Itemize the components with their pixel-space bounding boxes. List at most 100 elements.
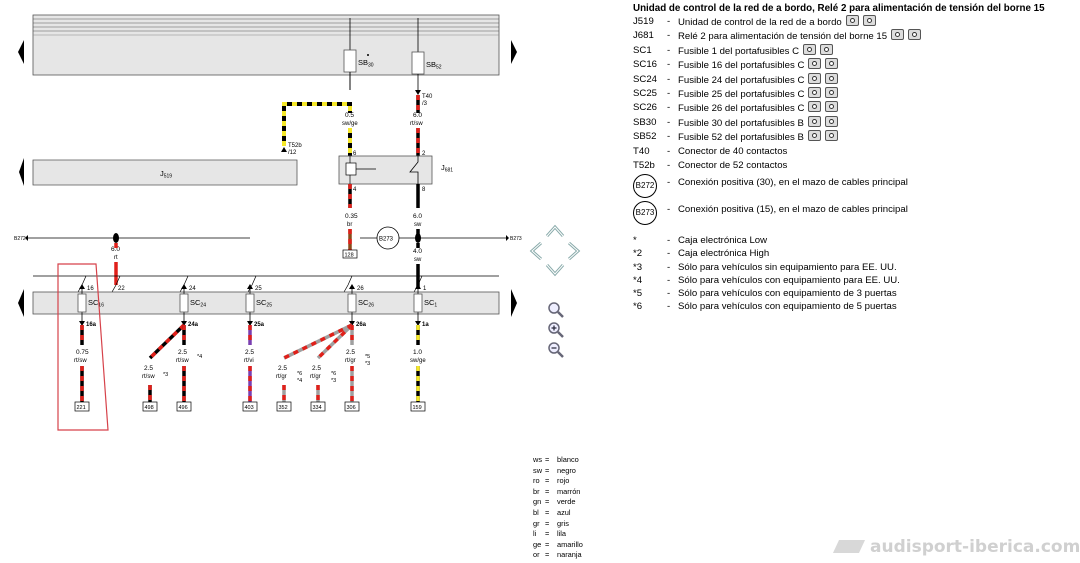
svg-text:*6: *6 <box>331 371 336 377</box>
terminal-221 <box>74 401 90 412</box>
legend-dash: - <box>667 261 671 273</box>
legend-desc: Fusible 25 del portafusibles C <box>678 86 839 102</box>
legend-code: SC1 <box>633 44 652 56</box>
terminal-496 <box>176 401 192 412</box>
camera-icon[interactable] <box>845 15 859 26</box>
svg-text:rt/gr: rt/gr <box>345 358 356 364</box>
terminal-352 <box>276 401 292 412</box>
camera-icon[interactable] <box>908 29 922 41</box>
camera-icon[interactable] <box>820 43 834 55</box>
svg-text:rt/sw: rt/sw <box>142 374 155 380</box>
legend-desc: Relé 2 para alimentación de tensión del … <box>678 29 922 44</box>
legend-item-sc16: SC16-Fusible 16 del portafusibles C <box>633 58 1080 72</box>
svg-text:2.5: 2.5 <box>245 349 254 356</box>
color-legend-row: gn=verde <box>533 497 583 508</box>
legend-code: SC26 <box>633 102 657 114</box>
legend-dash: - <box>667 116 671 128</box>
svg-text:25a: 25a <box>254 322 265 328</box>
terminal-label: 352 <box>279 405 288 411</box>
zoom-out-icon[interactable] <box>547 341 565 359</box>
color-legend-row: ro=rojo <box>533 476 583 487</box>
svg-text:rt/gr: rt/gr <box>276 374 287 380</box>
legend-dash: - <box>667 30 671 42</box>
svg-text:6.0: 6.0 <box>111 246 120 253</box>
camera-icon[interactable] <box>803 43 817 55</box>
legend-desc: Conector de 40 contactos <box>678 145 788 157</box>
svg-text:16a: 16a <box>86 322 97 328</box>
color-name: naranja <box>557 550 582 560</box>
svg-text:*3: *3 <box>331 378 336 384</box>
svg-text:6: 6 <box>353 151 357 157</box>
camera-icon[interactable] <box>807 115 821 127</box>
svg-text:2.5: 2.5 <box>178 349 187 356</box>
svg-text:SC25: SC25 <box>256 298 272 309</box>
color-code: gn <box>533 497 542 507</box>
color-equals: = <box>545 465 550 475</box>
legend-desc: Fusible 52 del portafusibles B <box>678 130 838 145</box>
camera-icon[interactable] <box>808 58 822 70</box>
legend-code: SC16 <box>633 59 657 71</box>
legend-item-j519: J519-Unidad de control de la red de a bo… <box>633 15 1080 29</box>
camera-icon[interactable] <box>808 101 822 113</box>
svg-text:2.5: 2.5 <box>278 365 287 372</box>
color-equals: = <box>545 550 550 560</box>
legend-note: *3 -Sólo para vehículos sin equipamiento … <box>633 261 1080 274</box>
color-name: rojo <box>557 476 570 486</box>
svg-text:2.5: 2.5 <box>346 349 355 356</box>
pan-left-icon[interactable] <box>529 241 543 261</box>
color-legend-row: li=lila <box>533 529 583 540</box>
camera-icon[interactable] <box>825 101 839 113</box>
legend-code: *4 <box>633 274 643 286</box>
color-code: ge <box>533 539 542 549</box>
camera-icon[interactable] <box>807 130 821 142</box>
camera-icon[interactable] <box>808 72 822 84</box>
connector-t40: T40 /3 <box>415 90 433 107</box>
camera-icon[interactable] <box>824 130 838 142</box>
terminal-label: 498 <box>145 405 154 411</box>
legend-code: SC24 <box>633 73 657 85</box>
wire-t52b-sw-ge <box>282 102 352 156</box>
pan-up-icon[interactable] <box>545 224 565 238</box>
svg-text:SC26: SC26 <box>358 298 374 309</box>
terminal-306 <box>344 401 360 412</box>
legend-item-sb30: SB30-Fusible 30 del portafusibles B <box>633 115 1080 130</box>
zoom-fit-icon[interactable] <box>547 301 565 319</box>
wire-sc24-a <box>148 323 186 402</box>
camera-icon[interactable] <box>862 15 876 26</box>
wire-label-sb52-size: 6.0 <box>413 112 422 119</box>
camera-icon[interactable] <box>891 29 905 41</box>
color-code: bl <box>533 507 539 517</box>
splice-b273 <box>415 233 421 243</box>
camera-icon[interactable] <box>824 115 838 127</box>
wire-sc26-b <box>316 323 354 402</box>
legend-item-j681: J681-Relé 2 para alimentación de tensión… <box>633 29 1080 43</box>
legend-desc: Sólo para vehículos con equipamiento par… <box>678 274 900 286</box>
legend-dash: - <box>667 288 671 300</box>
color-legend-row: br=marrón <box>533 487 583 498</box>
svg-text:*3: *3 <box>163 372 168 378</box>
pan-down-icon[interactable] <box>545 263 565 277</box>
svg-text:B273: B273 <box>510 236 522 242</box>
watermark-logo <box>832 540 866 553</box>
legend-item-t40: T40-Conector de 40 contactos <box>633 145 1080 159</box>
camera-icon[interactable] <box>808 86 822 98</box>
camera-icon[interactable] <box>825 58 839 70</box>
legend-dash: - <box>667 59 671 71</box>
color-name: marrón <box>557 486 581 496</box>
color-equals: = <box>545 455 550 464</box>
svg-text:4.0: 4.0 <box>413 248 422 255</box>
legend-desc: Sólo para vehículos sin equipamiento par… <box>678 261 897 273</box>
svg-text:SC16: SC16 <box>88 298 104 309</box>
connector-t52b: T52b /12 <box>281 143 302 156</box>
legend-item-b273: B273-Conexión positiva (15), en el mazo … <box>633 201 1080 230</box>
legend-code: *3 <box>633 261 643 273</box>
legend-item-sc26: SC26-Fusible 26 del portafusibles C <box>633 101 1080 115</box>
camera-icon[interactable] <box>825 86 839 98</box>
fuse-sb52: SB52 <box>411 18 442 90</box>
zoom-in-icon[interactable] <box>547 321 565 339</box>
svg-text:sw: sw <box>414 222 422 228</box>
terminal-159 <box>410 401 426 412</box>
camera-icon[interactable] <box>825 72 839 84</box>
pan-right-icon[interactable] <box>567 241 581 261</box>
svg-text:T40: T40 <box>422 94 433 100</box>
